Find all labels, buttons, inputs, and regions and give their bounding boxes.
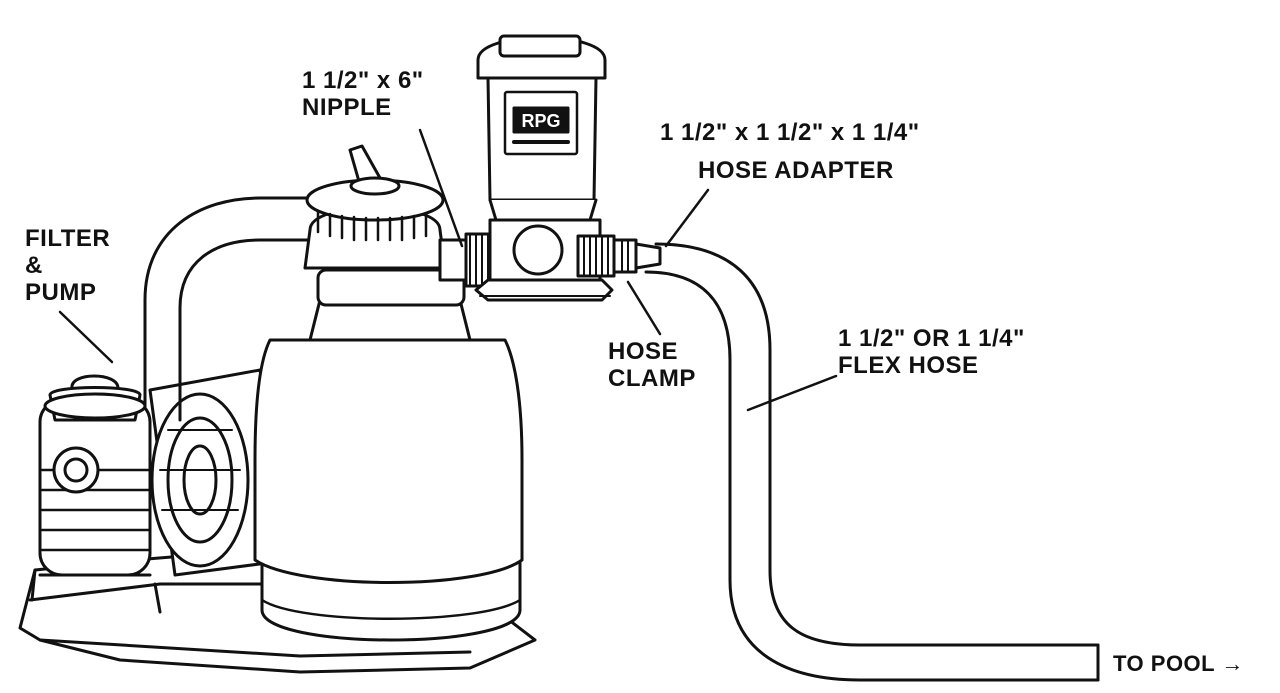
- label-to-pool: TO POOL →: [1113, 651, 1244, 676]
- chlorinator: RPG: [474, 34, 614, 302]
- label-hose-adapter-size: 1 1/2" x 1 1/2" x 1 1/4": [660, 119, 920, 146]
- flex-hose: [644, 242, 1100, 682]
- label-hose-adapter-name: HOSE ADAPTER: [698, 157, 894, 184]
- label-filter-pump-line2: &: [25, 252, 43, 279]
- label-flex-hose-size: 1 1/2" OR 1 1/4": [838, 325, 1025, 352]
- multiport-valve: [303, 144, 447, 270]
- label-nipple: 1 1/2" x 6" NIPPLE: [302, 67, 424, 121]
- label-nipple-name: NIPPLE: [302, 94, 392, 121]
- hose-adapter: [576, 234, 662, 278]
- leader-flex-hose: [746, 374, 838, 412]
- leader-hose-adapter: [664, 188, 710, 248]
- filter-tank: [253, 268, 524, 642]
- pump-motor: [148, 368, 292, 577]
- connecting-pipe: [143, 196, 322, 422]
- label-hose-clamp-line2: CLAMP: [608, 365, 696, 392]
- leader-lines: [58, 128, 838, 412]
- nipple-pipe: [438, 232, 494, 288]
- leader-nipple: [418, 128, 464, 248]
- chlorinator-badge: RPG: [521, 111, 560, 131]
- label-hose-clamp-line1: HOSE: [608, 338, 679, 365]
- label-filter-pump-line3: PUMP: [25, 279, 97, 306]
- label-filter-pump: FILTER & PUMP: [25, 225, 110, 306]
- strainer-basket: [38, 374, 152, 577]
- leader-hose-clamp: [626, 280, 662, 336]
- label-flex-hose-name: FLEX HOSE: [838, 352, 979, 379]
- label-filter-pump-line1: FILTER: [25, 225, 111, 252]
- label-nipple-size: 1 1/2" x 6": [302, 67, 424, 94]
- leader-filter-pump: [58, 310, 114, 364]
- label-hose-clamp: HOSE CLAMP: [608, 338, 696, 392]
